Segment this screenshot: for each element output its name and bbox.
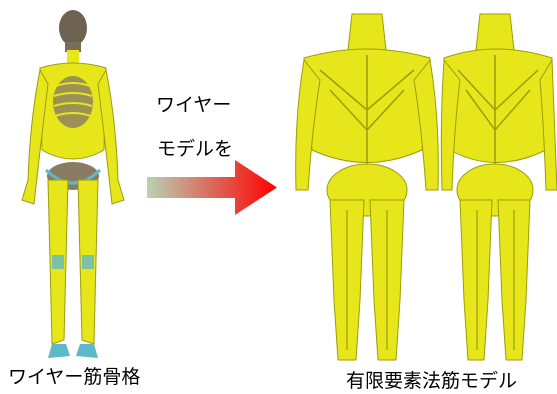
right-arrow-icon [147, 160, 277, 215]
transition-text-line1: ワイヤー [156, 96, 231, 115]
fem-muscle-figure-right [440, 0, 557, 375]
caption-wire-musculoskeletal: ワイヤー筋骨格 [8, 368, 140, 387]
caption-fem-muscle-model: 有限要素法筋モデル [346, 372, 517, 391]
skull [59, 10, 87, 46]
transition-text-line2: モデルを [157, 140, 233, 159]
fem-muscle-figure-left [290, 0, 445, 375]
wire-musculoskeletal-figure [18, 0, 128, 362]
